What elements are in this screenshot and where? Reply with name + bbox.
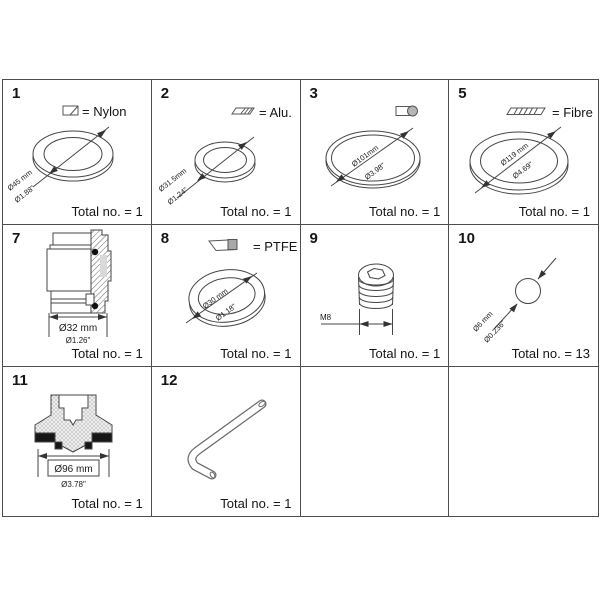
part-number: 2	[160, 85, 170, 102]
part-number: 10	[458, 230, 475, 247]
nylon-swatch-icon	[62, 105, 79, 116]
alu-swatch-icon	[230, 107, 255, 115]
part-5-gasket-drawing: = Fibre Ø119 mm Ø4.69"	[469, 105, 593, 195]
part-10-ball-drawing: Ø6 mm Ø0.236"	[471, 257, 557, 344]
part-cell-12: 12 Total no. = 1	[152, 367, 301, 516]
part-1-washer-drawing: = Nylon Ø45 mm Ø1.88"	[6, 104, 127, 205]
diameter-arrow	[330, 127, 413, 187]
total-count-label: Total no. = 1	[71, 346, 143, 361]
part-12-hex-key-drawing	[187, 399, 267, 480]
part-number: 9	[309, 230, 318, 247]
dim-metric: Ø32 mm	[59, 323, 97, 334]
total-count-label: Total no. = 1	[369, 204, 441, 219]
total-count-label: Total no. = 1	[518, 204, 590, 219]
part-cell-3: 3 Ø101mm Ø3.98" Total no. = 1	[300, 80, 450, 225]
diameter-arrow	[474, 126, 562, 194]
part-cell-11: 11	[3, 367, 152, 516]
parts-grid: 1 = Nylon Ø45 mm Ø1.88" Total no. = 1 2	[2, 79, 599, 517]
part-cell-7: 7	[3, 225, 152, 367]
fibre-swatch-icon	[506, 107, 547, 115]
empty-cell	[449, 367, 598, 516]
total-count-label: Total no. = 1	[220, 496, 292, 511]
upper-oring-dot	[91, 248, 99, 256]
union-body	[46, 229, 112, 314]
diameter-arrow	[185, 272, 258, 324]
part-8-ring-drawing: = PTFE Ø30 mm Ø1.18"	[185, 238, 298, 327]
part-number: 7	[12, 230, 21, 247]
diameter-arrow	[493, 257, 557, 330]
dimension-lines	[320, 309, 393, 335]
ball-shape	[515, 278, 542, 304]
empty-cell	[301, 367, 450, 516]
part-cell-5: 5 = Fibre Ø119 mm Ø4.69"	[449, 80, 598, 225]
part-cell-8: 8 = PTFE Ø30 mm Ø1.18" Total no. = 1	[151, 225, 301, 367]
part-3-oring-drawing: Ø101mm Ø3.98"	[325, 105, 420, 189]
oring-rings	[325, 130, 420, 189]
part-number: 5	[458, 85, 467, 102]
legend-label: = Fibre	[552, 105, 593, 120]
ptfe-swatch-icon	[207, 238, 238, 252]
dim-imperial: Ø3.78"	[61, 480, 86, 489]
screw-body	[357, 263, 394, 309]
total-count-label: Total no. = 1	[71, 496, 143, 511]
legend-label: = Alu.	[259, 105, 292, 120]
diameter-arrow	[176, 136, 255, 199]
part-cell-9: 9 M8 Total no. = 1	[300, 225, 450, 367]
ring-shape	[188, 269, 266, 327]
part-number: 1	[12, 85, 21, 102]
dimension-lines	[48, 313, 108, 337]
lower-oring-dot	[91, 302, 99, 310]
gasket-rings	[469, 131, 569, 195]
dim-imperial: Ø1.26"	[66, 336, 91, 345]
part-cell-2: 2 = Alu. Ø31.5mm Ø1.24" Total no. =	[151, 80, 301, 225]
thread-size-label: M8	[320, 313, 332, 322]
part-cell-1: 1 = Nylon Ø45 mm Ø1.88" Total no. = 1	[3, 80, 152, 225]
total-count-label: Total no. = 1	[220, 346, 292, 361]
oring-cross-section-icon	[395, 105, 418, 117]
diameter-arrow	[32, 126, 110, 188]
part-11-cone-drawing: Ø96 mm Ø3.78"	[34, 394, 113, 489]
total-count-label: Total no. = 13	[511, 346, 590, 361]
cone-body	[34, 394, 113, 453]
legend-label: = PTFE	[253, 239, 298, 254]
part-9-set-screw-drawing: M8	[320, 263, 394, 335]
part-cell-10: 10 Ø6 mm Ø0.236" Total no. = 13	[449, 225, 598, 367]
part-7-union-drawing: Ø32 mm Ø1.26"	[46, 229, 112, 345]
dimension-lines	[37, 449, 110, 477]
part-2-washer-drawing: = Alu. Ø31.5mm Ø1.24"	[156, 105, 292, 207]
total-count-label: Total no. = 1	[220, 204, 292, 219]
dim-metric: Ø96 mm	[54, 464, 92, 475]
dim-imperial: Ø1.24"	[165, 185, 189, 207]
part-number: 12	[160, 372, 178, 389]
part-number: 8	[160, 230, 170, 247]
hex-key-shape	[187, 399, 267, 480]
part-number: 3	[309, 85, 318, 102]
total-count-label: Total no. = 1	[369, 346, 441, 361]
legend-label: = Nylon	[82, 104, 126, 119]
total-count-label: Total no. = 1	[71, 204, 143, 219]
part-number: 11	[12, 372, 28, 389]
